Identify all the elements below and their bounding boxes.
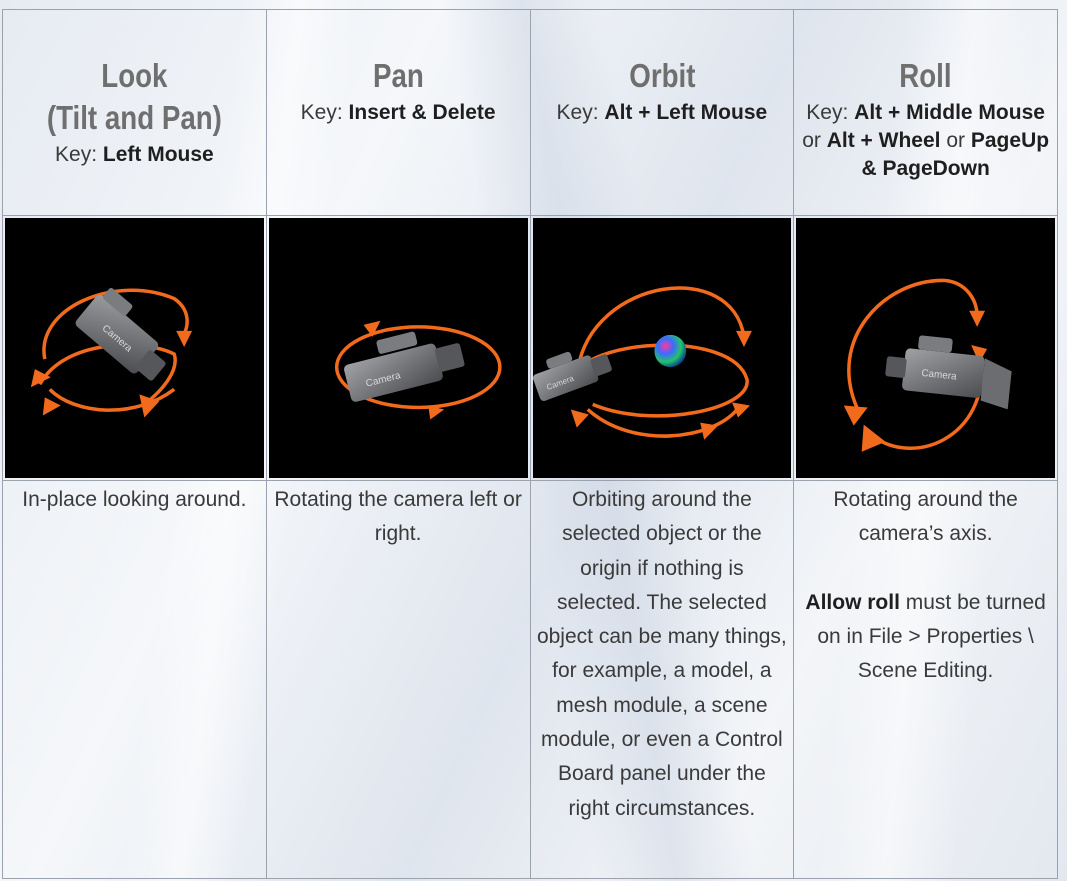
description-text: Rotating around the camera’s axis. Allow… bbox=[794, 481, 1057, 688]
video-camera-icon: Camera bbox=[75, 288, 166, 381]
image-cell-roll: Camera bbox=[793, 215, 1058, 481]
description-roll: Rotating around the camera’s axis. Allow… bbox=[793, 480, 1058, 879]
key-prefix: Key: bbox=[806, 101, 849, 124]
header-look: Look (Tilt and Pan) Key: Left Mouse bbox=[2, 9, 267, 216]
title-line: Orbit bbox=[628, 57, 695, 94]
setting-name: Allow roll bbox=[805, 590, 900, 614]
image-cell-orbit: Camera bbox=[529, 215, 795, 481]
roll-illustration: Camera bbox=[796, 218, 1055, 478]
description-pan: Rotating the camera left or right. bbox=[265, 480, 531, 879]
description-paragraph: Rotating around the camera’s axis. bbox=[833, 488, 1018, 546]
rotation-arrows-icon bbox=[334, 325, 502, 410]
key-binding: Key: Insert & Delete bbox=[267, 99, 530, 127]
column-title: Roll bbox=[815, 55, 1036, 97]
key-separator: or bbox=[946, 129, 966, 152]
key-prefix: Key: bbox=[300, 101, 343, 124]
key-binding: Key: Alt + Middle Mouse or Alt + Wheel o… bbox=[794, 99, 1057, 183]
key-name: Alt + Middle Mouse bbox=[854, 101, 1045, 124]
look-illustration: Camera bbox=[5, 218, 264, 478]
description-look: In-place looking around. bbox=[2, 480, 267, 879]
rotation-arrows-icon bbox=[38, 288, 189, 412]
description-row: In-place looking around. Rotating the ca… bbox=[2, 480, 1058, 879]
description-orbit: Orbiting around the selected object or t… bbox=[529, 480, 795, 879]
header-row: Look (Tilt and Pan) Key: Left Mouse Pan … bbox=[2, 9, 1058, 216]
description-text: Rotating the camera left or right. bbox=[274, 488, 522, 546]
camera-navigation-table: Look (Tilt and Pan) Key: Left Mouse Pan … bbox=[2, 9, 1058, 879]
description-text: Orbiting around the selected object or t… bbox=[536, 488, 787, 820]
orbit-illustration: Camera bbox=[532, 218, 792, 478]
title-line: Roll bbox=[899, 57, 952, 94]
image-row: Camera bbox=[2, 215, 1058, 481]
header-orbit: Orbit Key: Alt + Left Mouse bbox=[529, 9, 795, 216]
key-prefix: Key: bbox=[55, 143, 98, 166]
note-text: must be turned on in File > Properties \… bbox=[817, 590, 1046, 683]
key-name: Insert & Delete bbox=[348, 101, 496, 124]
pan-illustration: Camera bbox=[268, 218, 528, 478]
key-name: PageUp & PageDown bbox=[861, 129, 1050, 180]
column-title: Look (Tilt and Pan) bbox=[24, 55, 245, 139]
camera-label: Camera bbox=[921, 368, 958, 383]
title-line: Pan bbox=[372, 57, 424, 94]
key-name: Left Mouse bbox=[102, 143, 214, 166]
title-line: Look bbox=[101, 57, 168, 94]
image-cell-look: Camera bbox=[2, 215, 267, 481]
video-camera-icon: Camera bbox=[343, 331, 465, 402]
column-title: Orbit bbox=[552, 55, 773, 97]
header-pan: Pan Key: Insert & Delete bbox=[265, 9, 531, 216]
header-roll: Roll Key: Alt + Middle Mouse or Alt + Wh… bbox=[793, 9, 1058, 216]
key-binding: Key: Left Mouse bbox=[3, 141, 266, 169]
key-name: Alt + Left Mouse bbox=[604, 101, 768, 124]
description-text: In-place looking around. bbox=[22, 488, 247, 511]
orbit-target-sphere-icon bbox=[653, 334, 686, 368]
image-cell-pan: Camera bbox=[265, 215, 531, 481]
video-camera-icon: Camera bbox=[532, 351, 612, 402]
key-binding: Key: Alt + Left Mouse bbox=[531, 99, 794, 127]
key-name: Alt + Wheel bbox=[826, 129, 941, 152]
roll-note: Allow roll must be turned on in File > P… bbox=[800, 586, 1051, 689]
rotation-arrows-icon bbox=[570, 286, 749, 438]
key-separator: or bbox=[802, 129, 821, 152]
column-title: Pan bbox=[288, 55, 509, 97]
video-camera-icon: Camera bbox=[885, 335, 1012, 410]
title-line: (Tilt and Pan) bbox=[46, 99, 222, 136]
key-prefix: Key: bbox=[556, 101, 599, 124]
